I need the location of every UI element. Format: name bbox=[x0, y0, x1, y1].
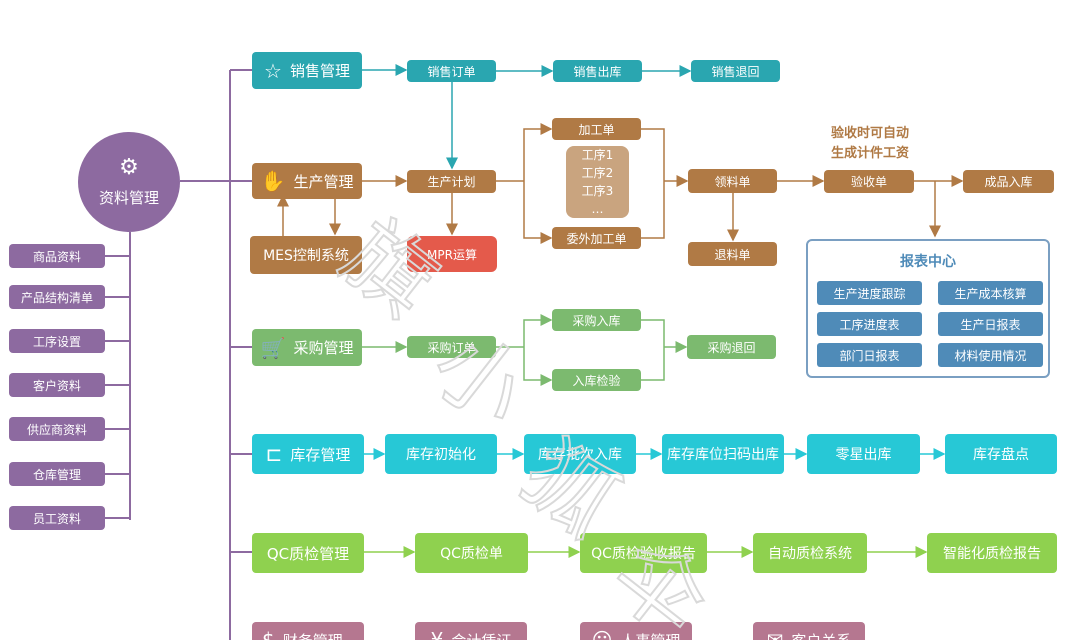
hr-management-node[interactable]: ☺ 人事管理 bbox=[580, 622, 692, 640]
report-production-cost[interactable]: 生产成本核算 bbox=[938, 281, 1043, 305]
process-steps-box: 工序1 工序2 工序3 … bbox=[566, 146, 629, 218]
hand-gear-icon: ✋ bbox=[260, 169, 286, 193]
note-line: 验收时可自动 bbox=[830, 126, 909, 141]
sales-return-node[interactable]: 销售退回 bbox=[691, 60, 780, 82]
qc-management-node[interactable]: QC质检管理 bbox=[252, 533, 364, 573]
accounting-voucher-label: 会计凭证 bbox=[451, 630, 511, 640]
inventory-sporadic-out-node[interactable]: 零星出库 bbox=[807, 434, 920, 474]
finance-icon: $ bbox=[262, 628, 275, 640]
report-department-daily[interactable]: 部门日报表 bbox=[817, 343, 922, 367]
report-production-daily[interactable]: 生产日报表 bbox=[938, 312, 1043, 336]
qc-acceptance-report-node[interactable]: QC质检验收报告 bbox=[580, 533, 707, 573]
inventory-stocktake-node[interactable]: 库存盘点 bbox=[945, 434, 1057, 474]
smart-qc-report-node[interactable]: 智能化质检报告 bbox=[927, 533, 1057, 573]
person-icon: ☺ bbox=[591, 628, 613, 640]
sidebar-item-customers[interactable]: 客户资料 bbox=[9, 373, 105, 397]
voucher-icon: ¥ bbox=[430, 628, 444, 640]
hr-management-label: 人事管理 bbox=[620, 630, 680, 640]
inventory-management-node[interactable]: ⊏ 库存管理 bbox=[252, 434, 364, 474]
report-process-progress[interactable]: 工序进度表 bbox=[817, 312, 922, 336]
star-icon: ☆ bbox=[264, 58, 282, 83]
sales-management-node[interactable]: ☆ 销售管理 bbox=[252, 52, 362, 89]
sales-management-label: 销售管理 bbox=[289, 62, 350, 80]
report-center-title: 报表中心 bbox=[900, 254, 956, 270]
process-step-more: … bbox=[591, 202, 604, 216]
process-step: 工序3 bbox=[581, 184, 614, 198]
process-step: 工序2 bbox=[581, 166, 614, 180]
finance-management-node[interactable]: $ 财务管理 bbox=[252, 622, 364, 640]
sidebar-item-process-settings[interactable]: 工序设置 bbox=[9, 329, 105, 353]
handshake-icon: ✉ bbox=[766, 628, 784, 640]
accounting-voucher-node[interactable]: ¥ 会计凭证 bbox=[415, 622, 527, 640]
purchase-management-node[interactable]: 🛒 采购管理 bbox=[252, 329, 362, 366]
production-plan-node[interactable]: 生产计划 bbox=[407, 170, 496, 193]
shelf-icon: ⊏ bbox=[265, 442, 283, 466]
sidebar-item-bom[interactable]: 产品结构清单 bbox=[9, 285, 105, 309]
sidebar-item-products[interactable]: 商品资料 bbox=[9, 244, 105, 268]
report-production-progress[interactable]: 生产进度跟踪 bbox=[817, 281, 922, 305]
mpr-calculation-node[interactable]: MPR运算 bbox=[407, 236, 497, 272]
sidebar-item-suppliers[interactable]: 供应商资料 bbox=[9, 417, 105, 441]
crm-node[interactable]: ✉ 客户关系 bbox=[753, 622, 865, 640]
gear-icon: ⚙ bbox=[119, 154, 139, 180]
inventory-scan-out-node[interactable]: 库存库位扫码出库 bbox=[662, 434, 784, 474]
purchase-return-node[interactable]: 采购退回 bbox=[687, 335, 776, 359]
material-request-node[interactable]: 领料单 bbox=[688, 169, 777, 193]
outsource-order-node[interactable]: 委外加工单 bbox=[552, 227, 641, 249]
sidebar-item-employees[interactable]: 员工资料 bbox=[9, 506, 105, 530]
purchase-in-node[interactable]: 采购入库 bbox=[552, 309, 641, 331]
finished-goods-in-node[interactable]: 成品入库 bbox=[963, 170, 1054, 193]
report-material-usage[interactable]: 材料使用情况 bbox=[938, 343, 1043, 367]
finance-management-label: 财务管理 bbox=[283, 630, 343, 640]
hub-label: 资料管理 bbox=[98, 188, 159, 207]
sales-order-node[interactable]: 销售订单 bbox=[407, 60, 496, 82]
master-data-hub[interactable]: ⚙ 资料管理 bbox=[78, 132, 180, 232]
auto-qc-system-node[interactable]: 自动质检系统 bbox=[753, 533, 867, 573]
production-management-node[interactable]: ✋ 生产管理 bbox=[252, 163, 362, 199]
process-step: 工序1 bbox=[581, 148, 614, 162]
mes-control-system-node[interactable]: MES控制系统 bbox=[250, 236, 362, 274]
purchase-order-node[interactable]: 采购订单 bbox=[407, 336, 496, 358]
acceptance-note: 验收时可自动 生成计件工资 bbox=[820, 124, 920, 164]
crm-label: 客户关系 bbox=[791, 630, 851, 640]
report-center-panel: 报表中心 生产进度跟踪 生产成本核算 工序进度表 生产日报表 部门日报表 材料使… bbox=[806, 239, 1050, 378]
inventory-management-label: 库存管理 bbox=[290, 445, 351, 464]
sidebar-item-warehouses[interactable]: 仓库管理 bbox=[9, 462, 105, 486]
sales-outbound-node[interactable]: 销售出库 bbox=[553, 60, 642, 82]
inventory-init-node[interactable]: 库存初始化 bbox=[385, 434, 497, 474]
process-order-node[interactable]: 加工单 bbox=[552, 118, 641, 140]
inventory-batch-in-node[interactable]: 库存批次入库 bbox=[524, 434, 636, 474]
qc-inspection-order-node[interactable]: QC质检单 bbox=[415, 533, 528, 573]
purchase-management-label: 采购管理 bbox=[293, 339, 354, 357]
incoming-inspection-node[interactable]: 入库检验 bbox=[552, 369, 641, 391]
material-return-node[interactable]: 退料单 bbox=[688, 242, 777, 266]
production-management-label: 生产管理 bbox=[293, 172, 354, 191]
acceptance-order-node[interactable]: 验收单 bbox=[824, 170, 914, 193]
note-line: 生成计件工资 bbox=[830, 146, 909, 161]
cart-icon: 🛒 bbox=[260, 335, 286, 360]
